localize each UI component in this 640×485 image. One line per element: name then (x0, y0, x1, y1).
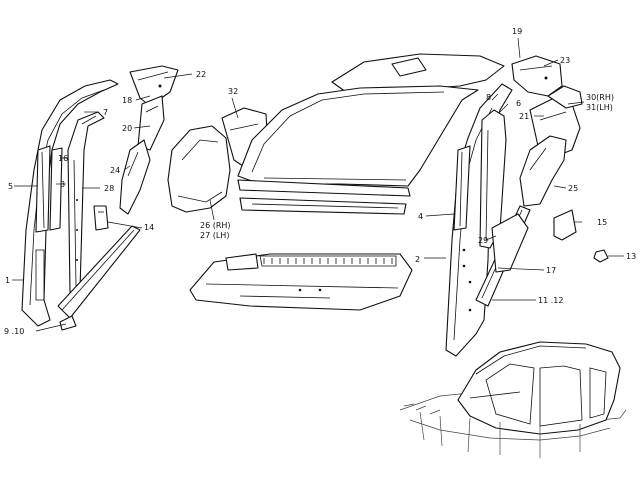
callout-32: 32 (228, 87, 238, 96)
callout-31: 31(LH) (586, 103, 613, 112)
callout-labels: 1 2 3 4 5 6 7 8 9 .10 11 .12 13 14 15 16… (4, 27, 636, 336)
callout-8: 8 (486, 93, 491, 102)
part-cowl-top-panel (189, 253, 413, 311)
part-body-side-outer-left (21, 79, 119, 327)
part-rear-wheel-house-25 (519, 135, 567, 207)
callout-3: 3 (60, 180, 65, 189)
callout-26: 26 (RH) (200, 221, 231, 230)
callout-19: 19 (512, 27, 522, 36)
part-rear-pillar-19-23 (511, 55, 563, 97)
callout-13: 13 (626, 252, 636, 261)
part-bracket-14 (93, 205, 109, 231)
part-wheel-house-inner (167, 125, 231, 213)
part-pillar-18-20 (137, 95, 165, 151)
callout-18: 18 (122, 96, 132, 105)
callout-30: 30(RH) (586, 93, 614, 102)
part-roof-side-rail-22 (129, 65, 179, 107)
callout-29: 29 (478, 236, 488, 245)
part-15 (553, 209, 577, 241)
callout-16: 16 (58, 154, 68, 163)
callout-2: 2 (415, 255, 420, 264)
callout-14: 14 (144, 223, 154, 232)
part-roof-panel-rear (331, 53, 505, 93)
callout-7: 7 (103, 108, 108, 117)
part-inner-panel-24 (119, 139, 151, 215)
callout-24: 24 (110, 166, 120, 175)
callout-21: 21 (519, 112, 529, 121)
part-front-pillar-left (35, 145, 63, 233)
leader-lines (12, 37, 624, 332)
callout-1: 1 (5, 276, 10, 285)
part-side-sill-right (475, 205, 531, 307)
part-side-sill-left (57, 225, 141, 331)
part-front-header (239, 197, 407, 215)
callout-11-12: 11 .12 (538, 296, 563, 305)
callout-20: 20 (122, 124, 132, 133)
callout-28: 28 (104, 184, 114, 193)
callout-6: 6 (516, 99, 521, 108)
callout-25: 25 (568, 184, 578, 193)
callout-23: 23 (560, 56, 570, 65)
callout-22: 22 (196, 70, 206, 79)
part-front-pillar-right (453, 145, 471, 231)
callout-15: 15 (597, 218, 607, 227)
part-center-pillar-right (479, 109, 507, 249)
inset-body-assembly (399, 341, 627, 458)
callout-17: 17 (546, 266, 556, 275)
part-roof-panel-front (237, 85, 479, 197)
callout-5: 5 (8, 182, 13, 191)
callout-4: 4 (418, 212, 423, 221)
callout-9-10: 9 .10 (4, 327, 24, 336)
callout-27: 27 (LH) (200, 231, 229, 240)
part-clip-13 (593, 249, 609, 263)
